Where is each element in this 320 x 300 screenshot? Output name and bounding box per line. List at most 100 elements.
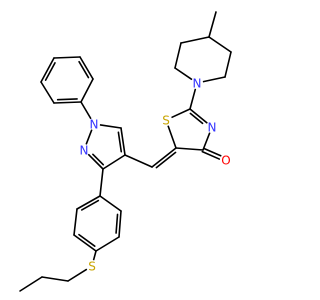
bond-c2t-s_thz	[171, 108, 191, 119]
bond-n1pz-n2pz	[85, 129, 93, 145]
bond-line	[41, 276, 69, 282]
bond-line	[80, 78, 94, 103]
bond-line	[120, 127, 126, 156]
bond-ph5-ph6	[78, 56, 94, 80]
bond-c2p-n_pip	[202, 76, 226, 83]
bond-ph4-ph5	[53, 56, 81, 59]
bond-line	[174, 67, 193, 81]
bonds-layer	[19, 11, 232, 292]
bond-line	[175, 147, 204, 151]
bond-inner-line	[189, 112, 204, 125]
bond-line	[80, 101, 92, 120]
bond-ar5-ar6	[115, 210, 122, 238]
bond-inner-line	[56, 98, 78, 101]
atom-label-background	[220, 154, 232, 166]
atom-label-background	[88, 118, 100, 130]
bond-line	[73, 234, 97, 252]
bond-line	[151, 147, 177, 168]
bond-c5pz-n1pz	[99, 124, 122, 129]
bond-line	[174, 42, 182, 69]
bond-line	[40, 81, 55, 104]
bond-s_thio-pr1	[67, 268, 88, 282]
bond-line	[167, 125, 177, 149]
bond-c5t-s_thz	[167, 125, 177, 149]
atom-n-label: N	[90, 118, 99, 132]
bond-line	[224, 51, 232, 78]
bond-c4pz-c5pz	[117, 127, 126, 156]
bond-ph1-ph2	[53, 98, 82, 104]
bond-n1pz-ph1	[80, 101, 92, 120]
bond-c3p-c2p	[224, 51, 232, 78]
bond-c6p-c5p	[174, 42, 182, 69]
bond-inner-line	[117, 131, 123, 153]
bond-ar3-ar4	[73, 233, 97, 252]
bond-line	[208, 36, 232, 53]
bond-line	[208, 11, 217, 38]
atom-s-label: S	[162, 114, 170, 128]
bond-c4t-o_ket	[201, 147, 222, 160]
bond-pr2-pr3	[19, 276, 43, 292]
bond-line	[99, 124, 122, 129]
bond-pr1-pr2	[41, 276, 69, 282]
bond-line	[201, 150, 221, 160]
bond-inner-line	[155, 151, 177, 169]
bond-ph6-ph1	[80, 78, 94, 103]
bond-line	[202, 132, 211, 151]
atom-label-background	[191, 77, 203, 89]
bond-inner-line	[92, 153, 105, 166]
bond-c3pz-c4pz	[102, 154, 126, 170]
atom-o-label: O	[221, 154, 230, 168]
bond-line	[189, 108, 208, 124]
bond-n_pip-c6p	[174, 67, 193, 81]
bond-line	[79, 56, 94, 80]
bond-line	[99, 195, 122, 212]
bond-c5t-ch_exo	[151, 147, 177, 169]
bond-line	[53, 56, 81, 59]
bond-line	[95, 236, 120, 252]
bond-line	[76, 195, 101, 210]
bond-inner-line	[115, 213, 119, 234]
bond-c4t-c5t	[175, 147, 204, 151]
bond-ar2-ar3	[73, 208, 78, 236]
bond-ch_exo-c4pz	[124, 154, 153, 168]
bond-line	[102, 154, 126, 170]
bond-line	[118, 210, 122, 238]
atom-label-background	[206, 121, 218, 133]
bond-inner-line	[80, 199, 100, 211]
atom-n-label: N	[193, 77, 202, 91]
bond-line	[67, 268, 88, 282]
atom-n-label: N	[80, 144, 89, 158]
bond-c3pz-ar1	[99, 168, 104, 197]
bond-ar4-ar5	[95, 236, 120, 252]
bond-c_me-c4p	[208, 11, 217, 38]
bond-ar4-s_thio	[92, 250, 97, 261]
bond-ph3-ph4	[40, 57, 56, 83]
bond-ar1-ar2	[76, 195, 101, 211]
atom-s-label: S	[88, 260, 96, 274]
bond-n2pz-c3pz	[87, 153, 105, 170]
bond-line	[92, 250, 97, 261]
bond-n_pip-c2t	[189, 88, 197, 110]
bond-line	[189, 88, 197, 110]
bond-ar6-ar1	[99, 195, 122, 212]
bond-line	[87, 153, 104, 170]
bond-line	[73, 208, 78, 236]
bond-c5p-c4p	[180, 36, 210, 44]
bond-inner-line	[78, 233, 96, 247]
atom-label-background	[78, 144, 90, 156]
bond-c4p-c3p	[208, 36, 232, 53]
bond-line	[124, 154, 153, 168]
atom-label-background	[160, 114, 172, 126]
atom-label-background	[86, 260, 98, 272]
bond-line	[202, 76, 226, 83]
bond-line	[53, 101, 82, 104]
bond-line	[171, 108, 191, 119]
diagram-background	[0, 0, 300, 300]
bond-line	[19, 276, 43, 292]
bond-inner-line	[44, 62, 56, 81]
bond-line	[99, 168, 104, 197]
bond-line-2	[202, 147, 222, 157]
